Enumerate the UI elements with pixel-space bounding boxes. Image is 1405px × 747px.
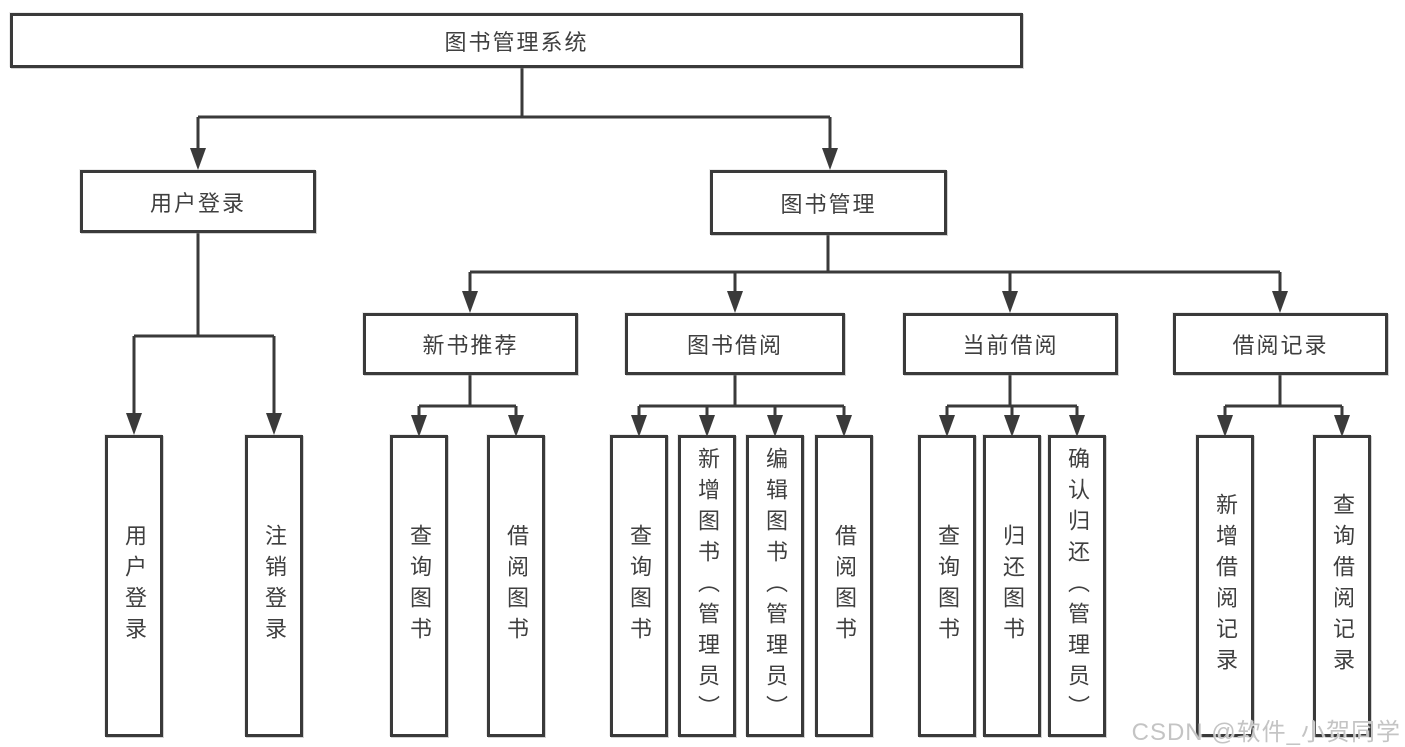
- leaf-label: 查询图书: [935, 524, 960, 648]
- leaf-query-books-current: 查询图书: [918, 435, 976, 737]
- node-user-login: 用户登录: [80, 170, 316, 233]
- leaf-label: 查询图书: [627, 524, 652, 648]
- leaf-user-login: 用户登录: [105, 435, 163, 737]
- leaf-logout: 注销登录: [245, 435, 303, 737]
- csdn-watermark: CSDN @软件_小贺同学: [1131, 719, 1401, 746]
- node-current-borrowing: 当前借阅: [903, 313, 1118, 375]
- leaf-edit-book-admin: 编辑图书（管理员）: [746, 435, 804, 737]
- leaf-label: 借阅图书: [504, 524, 529, 648]
- leaf-label: 归还图书: [1000, 524, 1025, 648]
- node-book-management: 图书管理: [710, 170, 947, 235]
- leaf-add-book-admin: 新增图书（管理员）: [678, 435, 736, 737]
- node-borrowing-records: 借阅记录: [1173, 313, 1388, 375]
- leaf-label: 新增借阅记录: [1213, 493, 1238, 679]
- node-label: 图书借阅: [686, 333, 783, 358]
- leaf-confirm-return-admin: 确认归还（管理员）: [1048, 435, 1106, 737]
- leaf-label: 注销登录: [262, 524, 287, 648]
- arrowheads: [126, 148, 1350, 437]
- node-label: 图书管理: [780, 191, 877, 217]
- leaf-query-borrow-record: 查询借阅记录: [1313, 435, 1371, 737]
- leaf-label: 查询借阅记录: [1330, 493, 1355, 679]
- node-label: 借阅记录: [1232, 333, 1329, 358]
- leaf-label: 借阅图书: [832, 524, 857, 648]
- node-book-borrowing: 图书借阅: [625, 313, 845, 375]
- node-label: 新书推荐: [422, 333, 519, 358]
- leaf-borrow-books-recommend: 借阅图书: [487, 435, 545, 737]
- node-new-book-recommendation: 新书推荐: [363, 313, 578, 375]
- node-label: 用户登录: [149, 190, 246, 216]
- leaf-label: 编辑图书（管理员）: [763, 446, 788, 726]
- node-label: 当前借阅: [962, 333, 1059, 358]
- leaf-label: 查询图书: [407, 524, 432, 648]
- leaf-return-books: 归还图书: [983, 435, 1041, 737]
- leaf-add-borrow-record: 新增借阅记录: [1196, 435, 1254, 737]
- leaf-label: 确认归还（管理员）: [1065, 446, 1090, 726]
- node-library-management-system: 图书管理系统: [10, 13, 1023, 68]
- leaf-query-books-recommend: 查询图书: [390, 435, 448, 737]
- leaf-query-books-borrowing: 查询图书: [610, 435, 668, 737]
- node-label: 图书管理系统: [444, 29, 589, 55]
- leaf-label: 用户登录: [122, 524, 147, 648]
- leaf-borrow-books-borrowing: 借阅图书: [815, 435, 873, 737]
- leaf-label: 新增图书（管理员）: [695, 446, 720, 726]
